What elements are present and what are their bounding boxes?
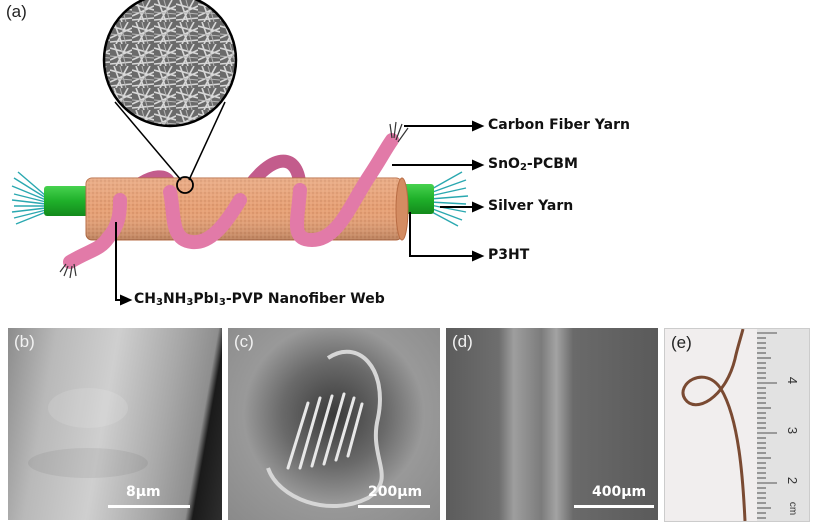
panel-d-label: (d)	[452, 332, 473, 351]
nanofiber-zoom-inset	[102, 0, 238, 194]
callout-nanofiber-web: CH3NH3PbI3-PVP Nanofiber Web	[134, 291, 385, 308]
ruler-number-3: 3	[785, 426, 801, 435]
ruler-unit: cm	[787, 501, 799, 516]
scale-label-d: 400μm	[592, 484, 647, 500]
pink-fiber-wrap	[63, 133, 399, 269]
scale-label-c: 200μm	[368, 484, 423, 500]
callout-silver-yarn: Silver Yarn	[488, 198, 574, 214]
panel-e-label: (e)	[671, 333, 692, 352]
scale-label-b: 8μm	[126, 484, 161, 500]
ruler-number-4: 4	[785, 376, 801, 385]
carbon-fiber-tips	[59, 121, 409, 279]
callout-sno2-pcbm: SnO2-PCBM	[488, 156, 578, 173]
ruler	[757, 329, 809, 521]
sem-image-c: (c) 200μm	[228, 328, 440, 520]
left-fiber-brush	[11, 171, 47, 225]
callout-p3ht: P3HT	[488, 247, 530, 263]
photo-image-e: (e) 4 3 2 cm	[664, 328, 810, 522]
sem-image-d: (d) 400μm	[446, 328, 658, 520]
left-silver-core	[44, 186, 88, 216]
scale-bar-b	[108, 505, 190, 508]
callout-carbon-fiber-yarn: Carbon Fiber Yarn	[488, 117, 630, 133]
scale-bar-c	[358, 505, 430, 508]
sem-image-b: (b) 8μm	[8, 328, 222, 520]
right-fiber-brush	[429, 171, 469, 227]
panel-b-label: (b)	[14, 332, 35, 351]
panel-a-label: (a)	[6, 2, 27, 21]
ruler-ticks	[681, 329, 777, 521]
panel-c-label: (c)	[234, 332, 254, 351]
callout-arrows	[115, 120, 485, 306]
ruler-number-2: 2	[785, 476, 801, 485]
scale-bar-d	[574, 505, 654, 508]
